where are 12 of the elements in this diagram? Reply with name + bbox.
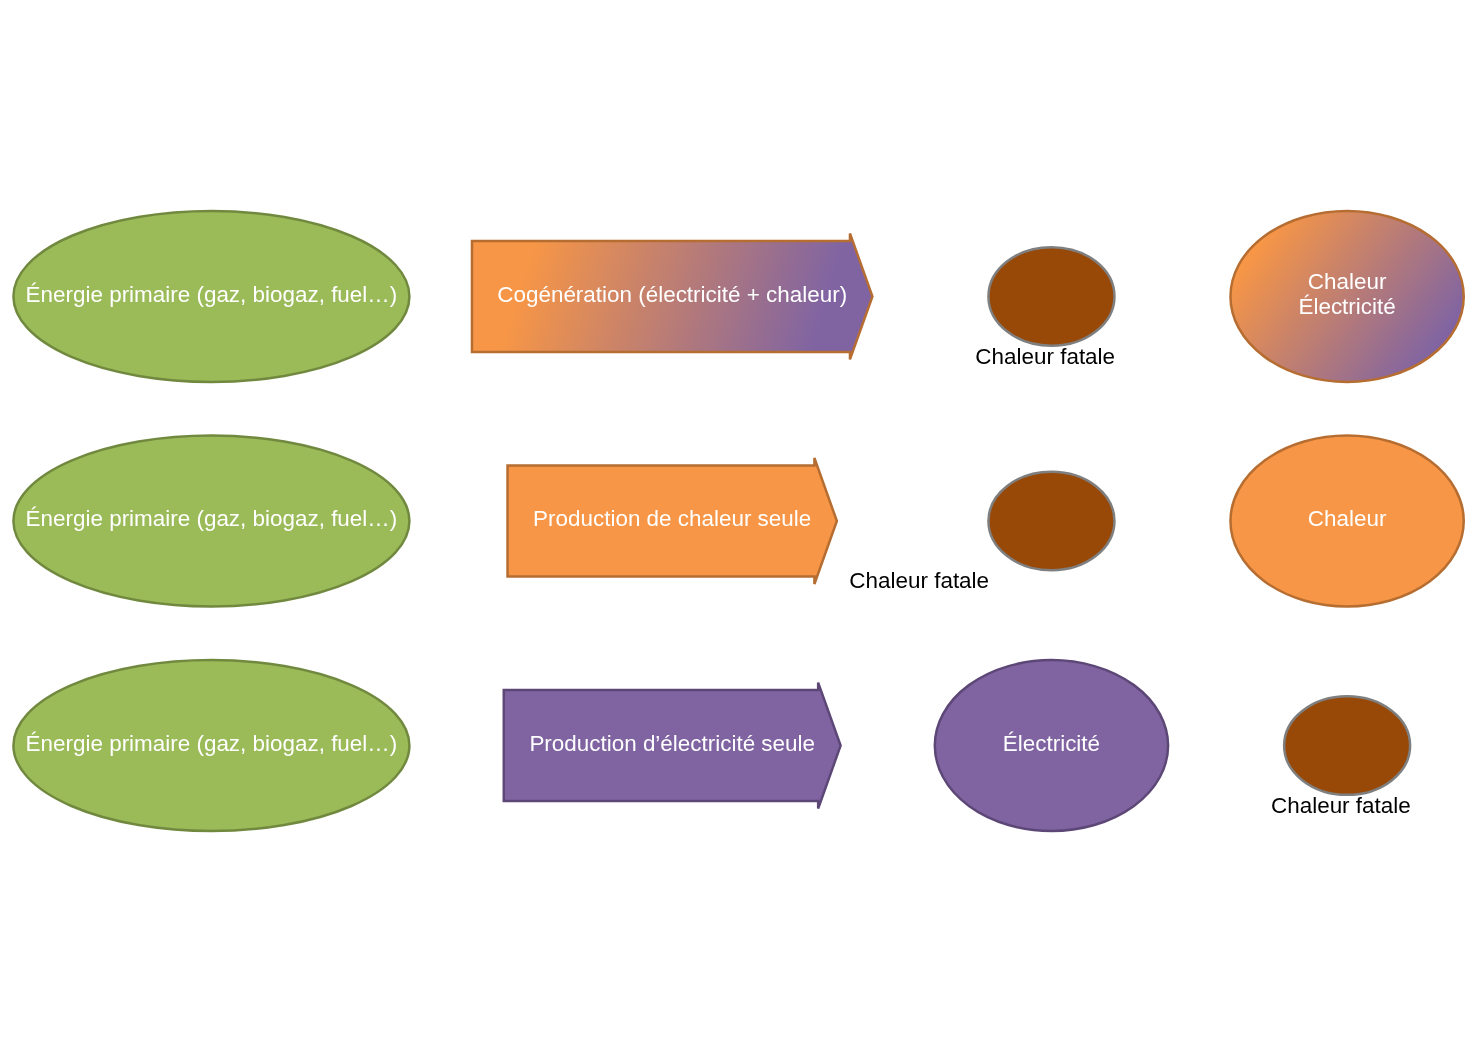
node-label: Chaleur fatale bbox=[1271, 792, 1411, 818]
node-ellipse: Énergie primaire (gaz, biogaz, fuel…) bbox=[12, 209, 411, 384]
node-ellipse bbox=[987, 470, 1116, 572]
node-label: Chaleur fatale bbox=[975, 343, 1116, 369]
node-ellipse: Chaleur Électricité bbox=[1229, 209, 1465, 384]
node-label: Chaleur fatale bbox=[849, 568, 990, 594]
node-ellipse: Énergie primaire (gaz, biogaz, fuel…) bbox=[12, 434, 411, 608]
node-ellipse: Énergie primaire (gaz, biogaz, fuel…) bbox=[12, 658, 411, 833]
node-ellipse: Électricité bbox=[933, 658, 1170, 833]
node-ellipse bbox=[1282, 695, 1412, 797]
node-ellipse: Chaleur bbox=[1229, 434, 1465, 608]
node-ellipse bbox=[987, 245, 1116, 347]
